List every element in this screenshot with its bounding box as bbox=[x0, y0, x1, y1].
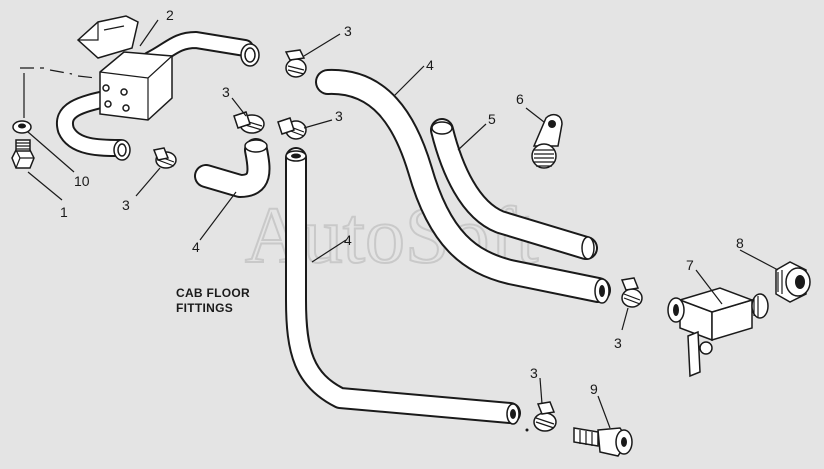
caption: CAB FLOOR FITTINGS bbox=[176, 286, 250, 315]
callout-4-top: 4 bbox=[426, 57, 434, 73]
part-5-hose bbox=[430, 118, 598, 260]
part-6-clip bbox=[531, 113, 563, 169]
part-9-elbow-fitting bbox=[573, 427, 633, 457]
clamp-mid-right bbox=[277, 117, 307, 140]
part-4-hose-small-elbow bbox=[194, 138, 271, 198]
part-2-valve-block bbox=[20, 15, 260, 161]
clamp-bottom bbox=[525, 401, 557, 432]
callout-3-mid-left: 3 bbox=[222, 84, 230, 100]
clamp-top bbox=[284, 49, 307, 78]
callout-10: 10 bbox=[74, 173, 90, 189]
callout-1: 1 bbox=[60, 204, 68, 220]
part-7-tee-fitting bbox=[667, 287, 769, 378]
clamp-mid-left bbox=[233, 111, 265, 134]
part-1-bolt bbox=[11, 139, 35, 169]
caption-line-1: CAB FLOOR bbox=[176, 286, 250, 300]
callout-3-left: 3 bbox=[122, 197, 130, 213]
caption-line-2: FITTINGS bbox=[176, 301, 233, 315]
callout-4-left: 4 bbox=[192, 239, 200, 255]
callout-6: 6 bbox=[516, 91, 524, 107]
callout-3-top: 3 bbox=[344, 23, 352, 39]
part-4-hose-vertical bbox=[285, 147, 521, 425]
part-8-fitting bbox=[775, 261, 811, 303]
callout-2: 2 bbox=[166, 7, 174, 23]
callout-7: 7 bbox=[686, 257, 694, 273]
callout-4-center: 4 bbox=[344, 232, 352, 248]
clamp-right bbox=[620, 277, 643, 308]
callout-3-right: 3 bbox=[614, 335, 622, 351]
part-10-washer bbox=[12, 73, 32, 134]
leader-lines bbox=[27, 19, 779, 429]
clamp-left bbox=[152, 147, 177, 169]
callout-9: 9 bbox=[590, 381, 598, 397]
callout-5: 5 bbox=[488, 111, 496, 127]
callout-3-mid-right: 3 bbox=[335, 108, 343, 124]
part-4-hose-long bbox=[315, 68, 611, 304]
callout-labels: 2 3 3 3 3 3 3 4 4 4 5 6 7 8 9 10 1 bbox=[60, 7, 744, 397]
callout-8: 8 bbox=[736, 235, 744, 251]
callout-3-bottom: 3 bbox=[530, 365, 538, 381]
